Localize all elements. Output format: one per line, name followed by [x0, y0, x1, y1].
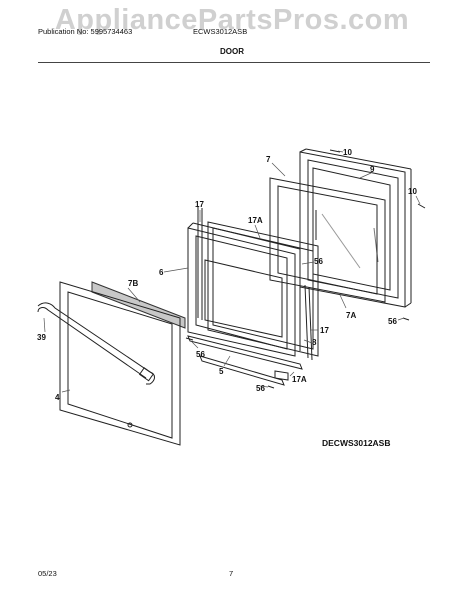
screws: [185, 149, 426, 389]
callout-9: 9: [370, 165, 375, 174]
callout-10-right: 10: [408, 187, 417, 196]
door-liner: [187, 222, 301, 357]
callout-7a: 7A: [346, 311, 356, 320]
callout-8: 8: [312, 338, 317, 347]
footer-page-number: 7: [229, 569, 234, 578]
inner-frame: [207, 221, 319, 357]
callout-labels: 10 9 7 10 17 17A 6 56 7B 7A 56 39 17 8 5…: [37, 148, 417, 402]
callout-6: 6: [159, 268, 164, 277]
callout-7b: 7B: [128, 279, 138, 288]
header-rule: [38, 62, 430, 63]
callout-17-top: 17: [195, 200, 204, 209]
callout-5: 5: [219, 367, 224, 376]
callout-56-mid: 56: [314, 257, 323, 266]
inner-glass: [197, 206, 313, 361]
leader-lines: [43, 150, 421, 393]
callout-10-top: 10: [343, 148, 352, 157]
door-handle: [37, 302, 155, 385]
callout-7: 7: [266, 155, 271, 164]
callout-56-right: 56: [388, 317, 397, 326]
bottom-trim: [187, 335, 303, 386]
watermark: AppliancePartsPros.com: [54, 4, 410, 36]
section-title: DOOR: [220, 47, 244, 56]
callout-17a-lower: 17A: [292, 375, 307, 384]
callout-17a-top: 17A: [248, 216, 263, 225]
callout-4: 4: [55, 393, 60, 402]
diagram-model-code: DECWS3012ASB: [322, 438, 391, 448]
publication-number: Publication No: 5995734463: [38, 27, 133, 36]
model-number: ECWS3012ASB: [193, 27, 248, 36]
insulation-strip: [91, 281, 186, 329]
footer-date: 05/23: [38, 569, 57, 578]
callout-39: 39: [37, 333, 46, 342]
callout-56-left: 56: [196, 350, 205, 359]
outer-door-frame: [299, 148, 412, 308]
callout-17-lower: 17: [320, 326, 329, 335]
front-door-panel: [59, 281, 181, 446]
callout-56-bottom: 56: [256, 384, 265, 393]
